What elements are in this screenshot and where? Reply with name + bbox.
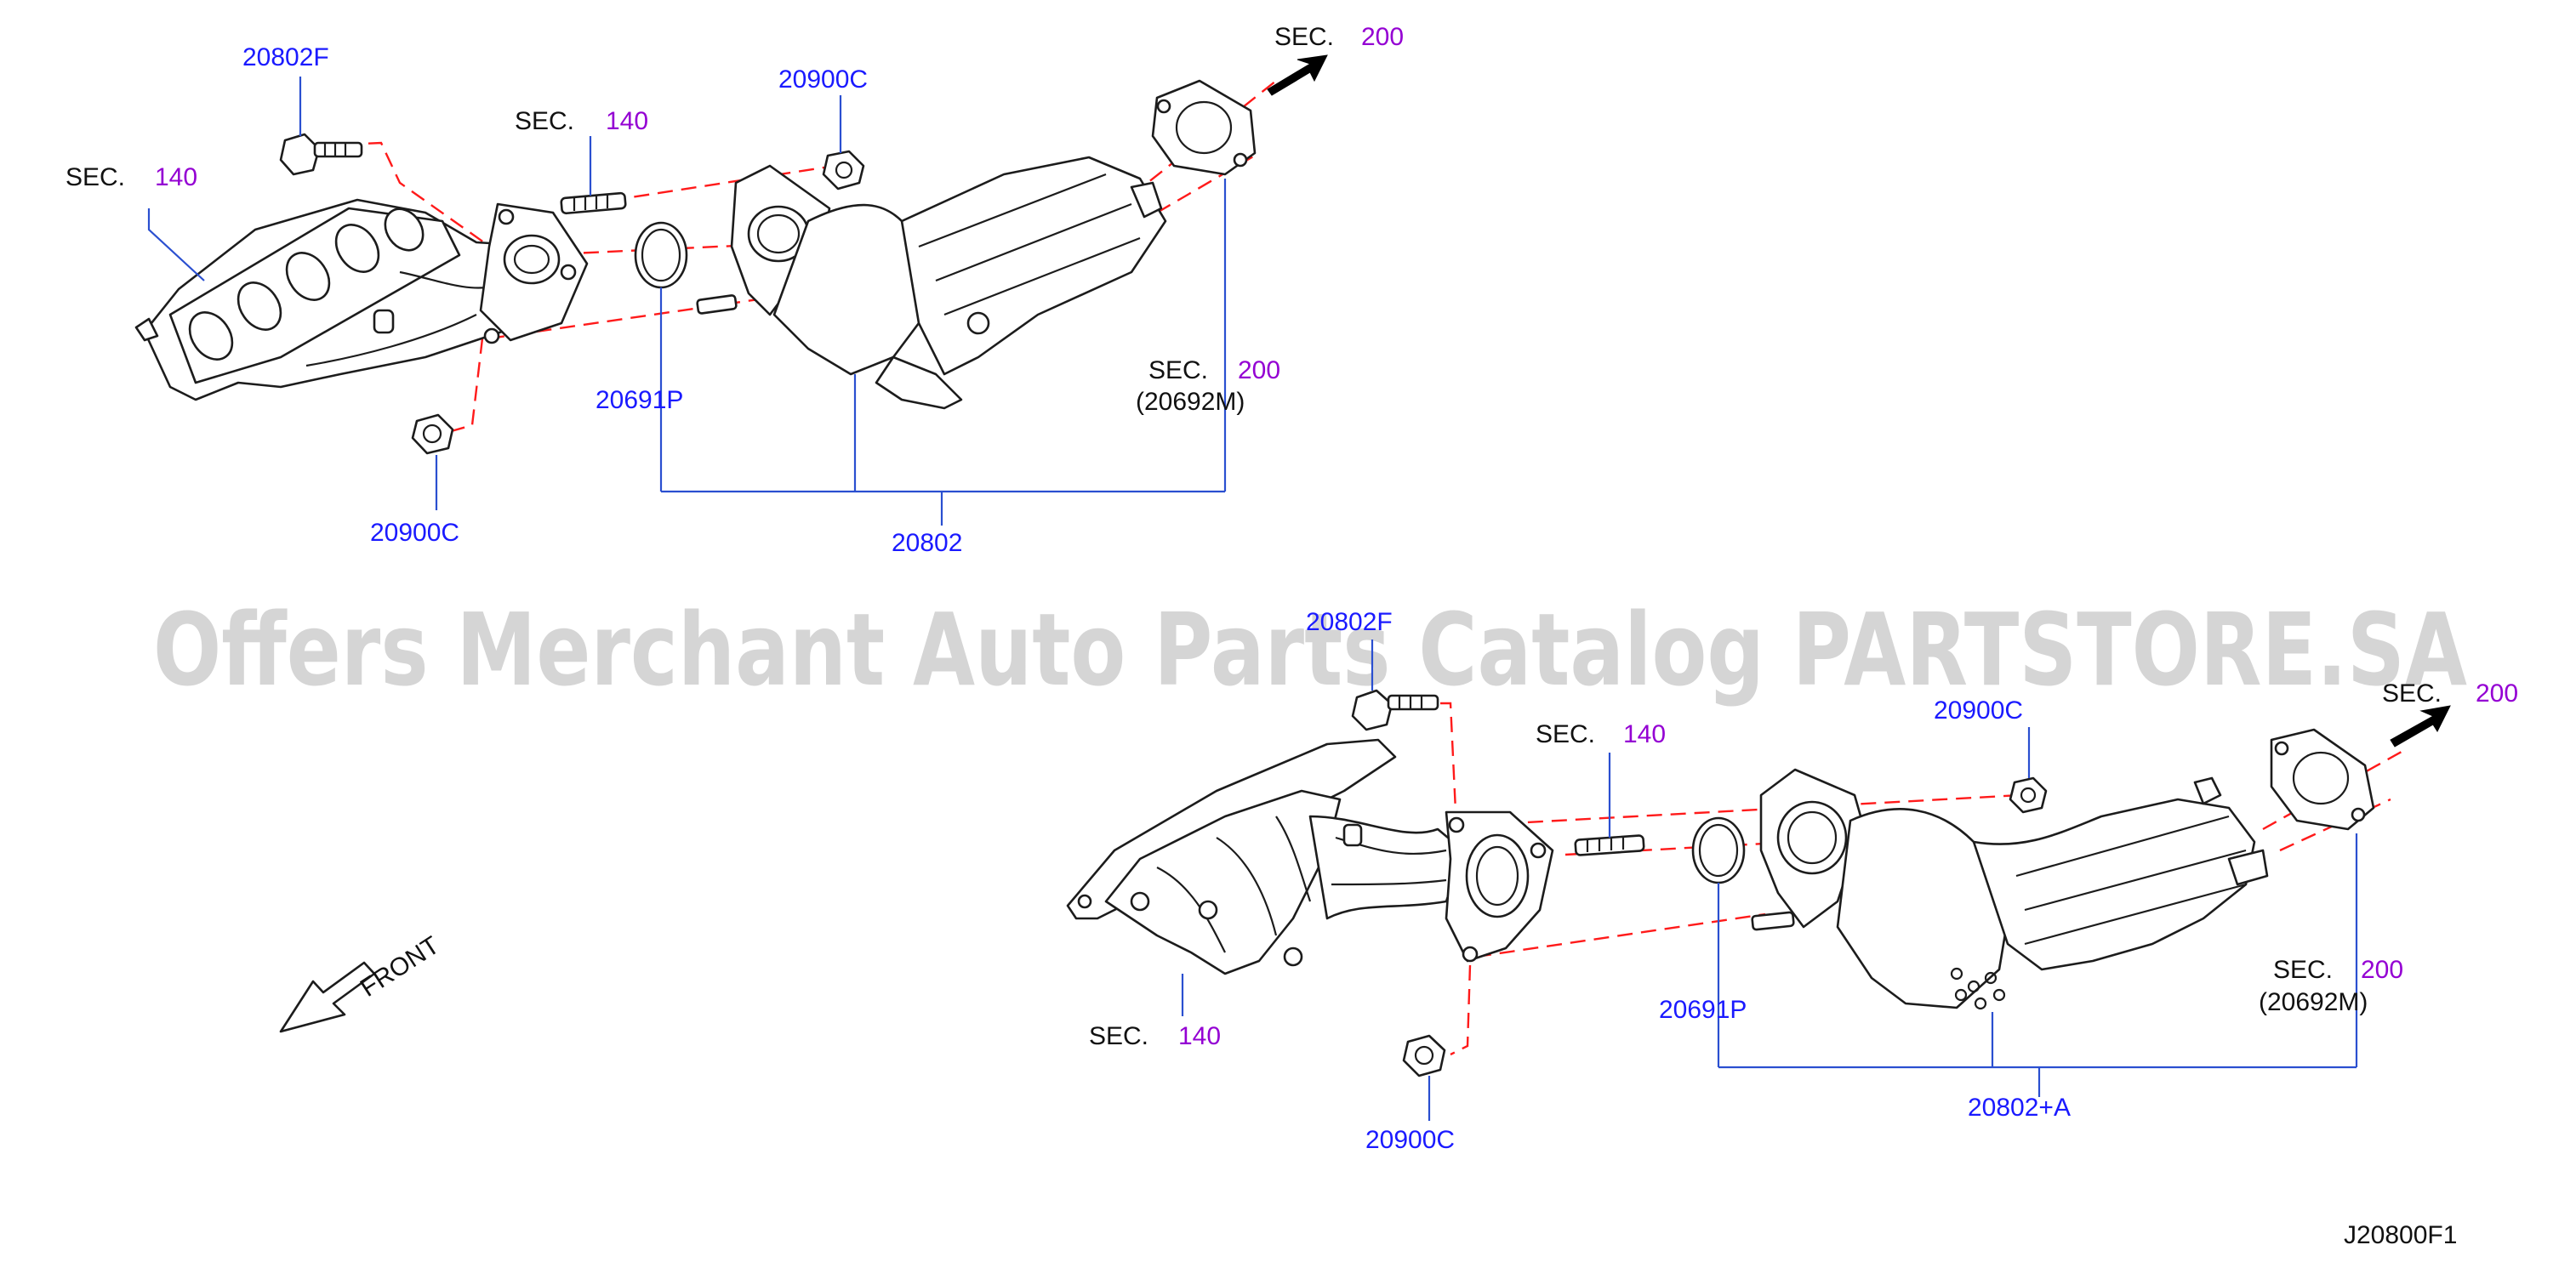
top-gasket-20691P [634, 221, 688, 289]
front-arrow-icon [279, 961, 376, 1033]
bottom-stud [1574, 834, 1645, 856]
bottom-label-sec-outlet-gasket-sub: (20692M) [2259, 988, 2368, 1016]
top-label-sec-outlet-gasket-number: 200 [1238, 356, 1280, 384]
bottom-leader-lines [1181, 640, 2358, 1121]
top-labels: 20802F SEC. 140 SEC. 140 20900C SEC. 200… [66, 23, 1404, 557]
top-manifold-flange [479, 202, 589, 344]
top-label-sec-outlet-gasket-sub: (20692M) [1136, 388, 1245, 416]
bottom-label-nut-lower: 20900C [1365, 1126, 1455, 1154]
bottom-nut-lower [1402, 1034, 1446, 1077]
top-outlet-arrow [1267, 54, 1328, 96]
top-label-sec-outlet-arrow-number: 200 [1361, 23, 1404, 51]
top-label-sec-outlet-arrow: SEC. [1274, 23, 1334, 51]
bottom-label-sec-manifold-number: 140 [1178, 1022, 1221, 1050]
front-indicator: FRONT [279, 931, 444, 1033]
bottom-label-sec-outlet-arrow-number: 200 [2476, 679, 2518, 708]
top-label-sec-outlet-gasket: SEC. [1148, 356, 1208, 384]
bottom-label-nut-upper: 20900C [1934, 696, 2023, 725]
top-label-sec-manifold: SEC. [66, 163, 125, 191]
bottom-gasket-20691P [1691, 816, 1746, 884]
top-assembly: 20802F SEC. 140 SEC. 140 20900C SEC. 200… [66, 23, 1404, 557]
top-catalytic-converter [696, 156, 1167, 410]
bottom-label-sec-outlet-gasket-number: 200 [2361, 956, 2403, 984]
bottom-label-sec-outlet-arrow: SEC. [2382, 679, 2442, 708]
top-leader-lines [147, 77, 1227, 526]
bottom-assembly: 20802F SEC. 140 20900C SEC. 200 SEC. 200… [1066, 608, 2518, 1154]
top-stud [560, 191, 627, 215]
bottom-label-sec-stud: SEC. [1536, 720, 1595, 748]
top-bolt-20802F [279, 133, 363, 176]
top-exhaust-manifold [134, 198, 563, 401]
top-outlet-gasket [1151, 79, 1257, 176]
top-label-sec-stud: SEC. [515, 107, 574, 135]
top-label-bolt: 20802F [242, 43, 329, 71]
diagram-id: J20800F1 [2344, 1221, 2457, 1249]
bottom-outlet-arrow [2390, 705, 2451, 748]
top-nut-lower [411, 413, 454, 455]
bottom-outlet-gasket [2270, 728, 2375, 831]
top-nut-upper [822, 150, 865, 190]
bottom-label-sec-outlet-gasket: SEC. [2273, 956, 2333, 984]
bottom-catalytic-converter [1751, 768, 2269, 1010]
bottom-label-assembly: 20802+A [1968, 1094, 2071, 1122]
top-label-sec-stud-number: 140 [606, 107, 648, 135]
bottom-label-sec-manifold: SEC. [1089, 1022, 1148, 1050]
top-label-sec-manifold-number: 140 [155, 163, 197, 191]
bottom-nut-upper [2009, 776, 2048, 814]
top-label-nut-lower: 20900C [370, 519, 459, 547]
bottom-manifold-flange [1445, 810, 1554, 963]
top-label-nut-upper: 20900C [778, 65, 868, 94]
bottom-bolt-20802F [1351, 689, 1439, 731]
top-label-gasket: 20691P [596, 386, 683, 414]
bottom-label-gasket: 20691P [1659, 996, 1747, 1024]
top-label-assembly: 20802 [892, 529, 962, 557]
bottom-exhaust-manifold [1066, 738, 1465, 975]
bottom-label-sec-stud-number: 140 [1623, 720, 1666, 748]
bottom-labels: 20802F SEC. 140 20900C SEC. 200 SEC. 200… [1089, 608, 2518, 1154]
watermark: Offers Merchant Auto Parts Catalog PARTS… [153, 591, 2467, 708]
bottom-label-bolt: 20802F [1306, 608, 1393, 636]
